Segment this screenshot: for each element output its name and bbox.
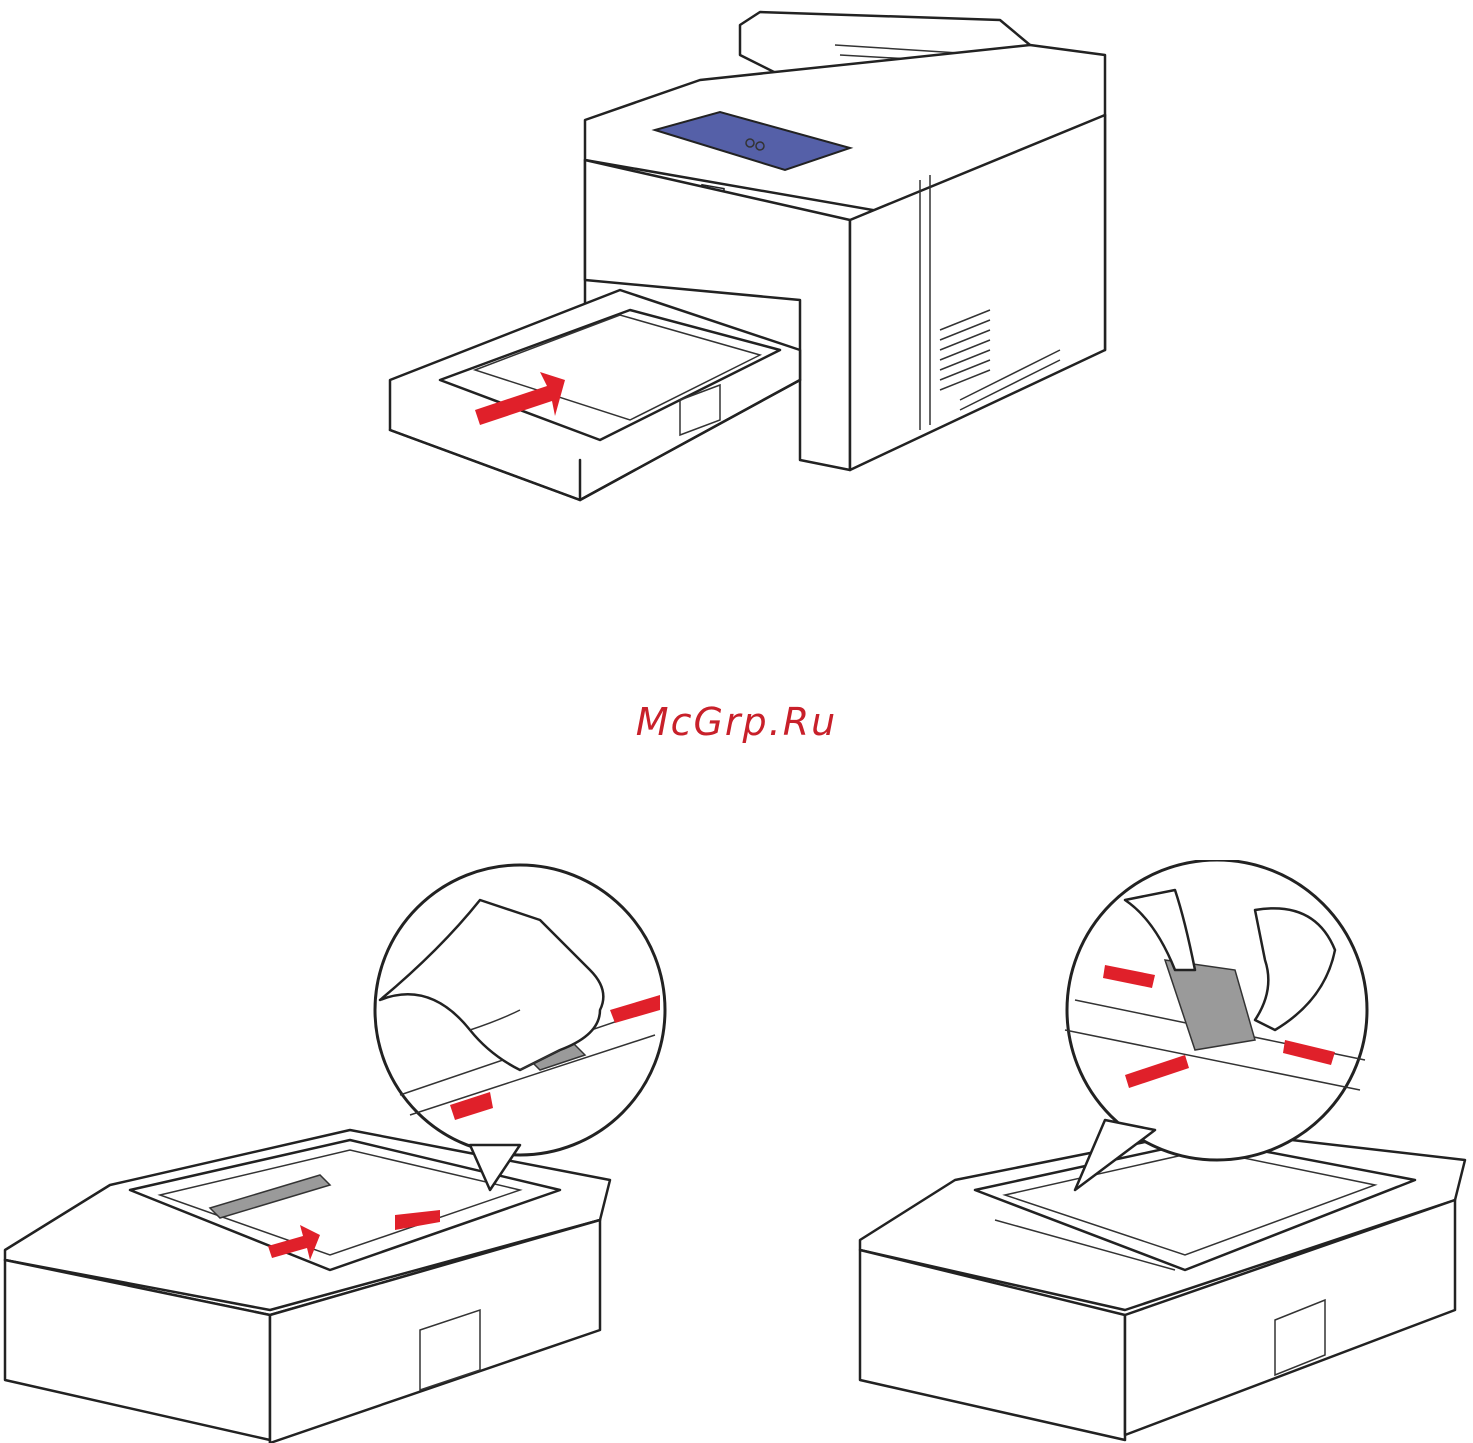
printer-icon — [380, 0, 1120, 520]
tray-length-guide-illustration — [0, 860, 670, 1443]
tray-width-guide-illustration — [855, 860, 1473, 1443]
tray-width-guide-icon — [855, 860, 1473, 1443]
watermark: McGrp.Ru — [0, 700, 1473, 744]
watermark-text: McGrp.Ru — [636, 700, 837, 744]
printer-tray-illustration — [380, 0, 1120, 520]
tray-length-guide-icon — [0, 860, 670, 1443]
